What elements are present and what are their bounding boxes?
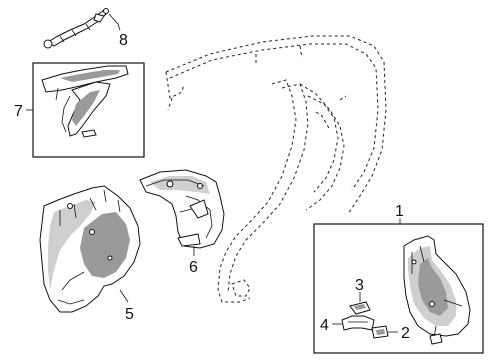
part-7-reinforcement [41,65,129,138]
part-5-inner-panel [39,185,141,313]
leader-line-8 [108,13,121,31]
callout-1: 1 [395,203,404,220]
part-2-retainer [371,325,389,339]
quarter-panel-outline [165,35,387,303]
callout-5: 5 [125,306,134,323]
part-4-bracket [341,315,375,331]
part-1-inner-assembly [403,235,471,345]
leader-line-5 [119,289,129,303]
part-1-inset-box [313,223,484,354]
callout-8: 8 [119,32,128,49]
part-8-bracket [43,8,109,49]
callout-6: 6 [189,259,198,276]
callout-2: 2 [401,325,410,342]
part-3-clip [349,301,371,315]
callout-3: 3 [355,277,364,294]
callout-7: 7 [14,103,23,120]
part-6-wheelhouse [139,169,225,249]
callout-4: 4 [320,317,329,334]
